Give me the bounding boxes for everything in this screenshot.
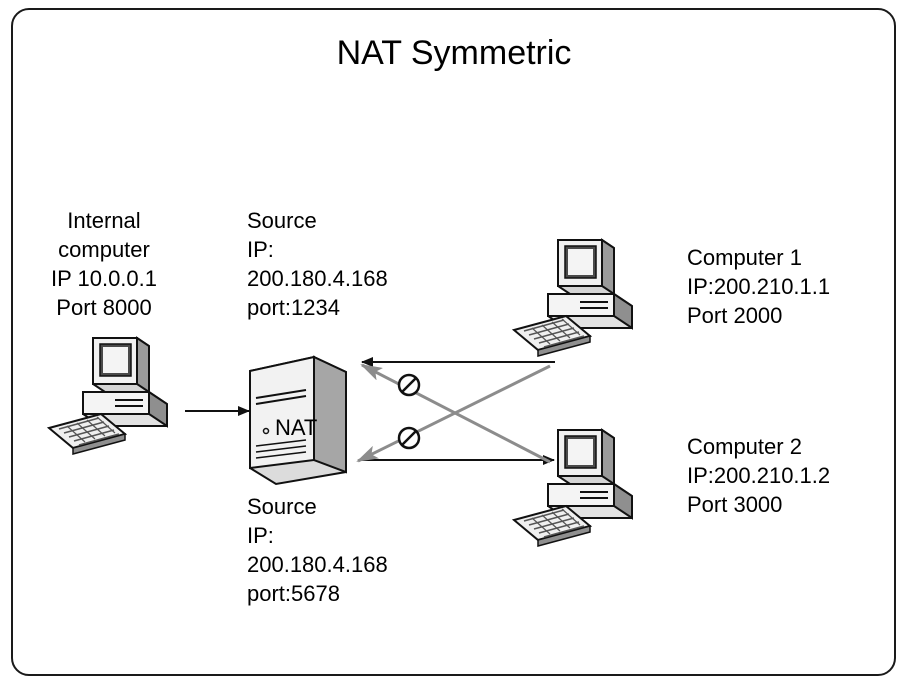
- blocked-icon-bottom: [397, 426, 421, 450]
- computer2-label: Computer 2 IP:200.210.1.2 Port 3000: [687, 434, 831, 517]
- internal-computer-icon: [48, 337, 168, 455]
- diagram-frame: [11, 8, 896, 676]
- nat-label: NAT: [275, 415, 317, 440]
- computer1-label: Computer 1 IP:200.210.1.1 Port 2000: [687, 245, 831, 328]
- computer1-icon: [513, 239, 633, 357]
- arrow-computer1-to-nat-blocked: [356, 364, 551, 463]
- diagram-title: NAT Symmetric: [336, 34, 572, 72]
- source-top-label: Source IP: 200.180.4.168 port:1234: [247, 208, 388, 320]
- internal-computer-label: Internal computer IP 10.0.0.1 Port 8000: [50, 208, 157, 320]
- blocked-icon-top: [397, 373, 421, 397]
- nat-router-icon: NAT: [249, 355, 347, 486]
- source-bottom-label: Source IP: 200.180.4.168 port:5678: [247, 494, 388, 606]
- computer2-icon: [513, 429, 633, 547]
